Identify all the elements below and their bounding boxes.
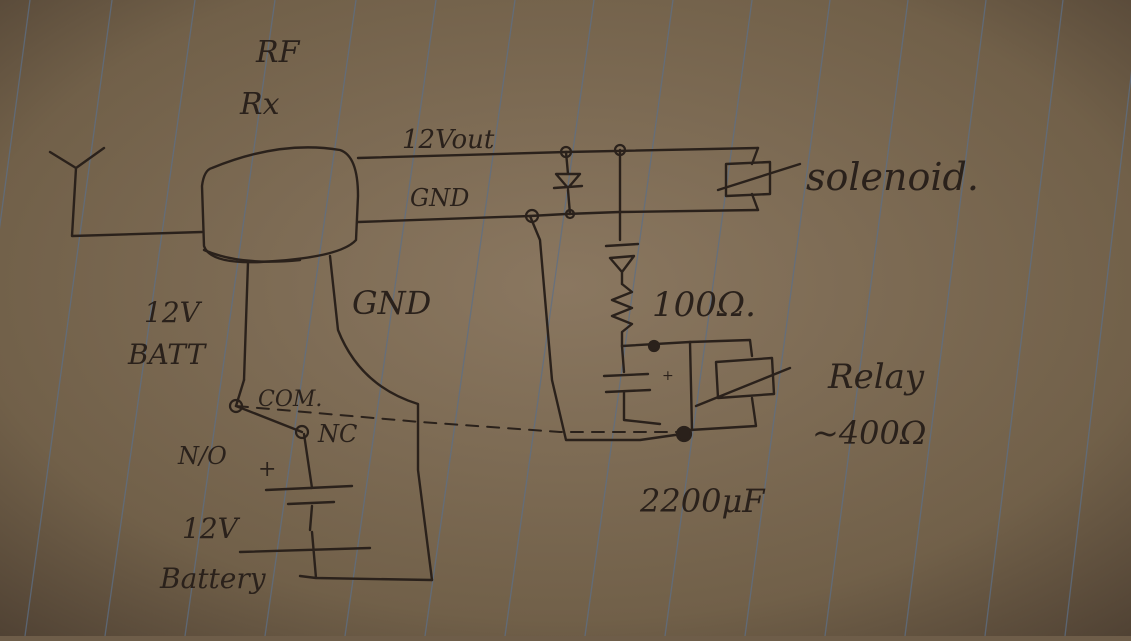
label-rx: Rx bbox=[239, 87, 280, 122]
antenna-icon bbox=[48, 146, 204, 238]
label-cap-plus: + bbox=[662, 368, 674, 384]
resistor-zigzag bbox=[610, 282, 634, 348]
label-battery-12v: 12V bbox=[182, 512, 241, 545]
rx-battery-wires bbox=[242, 254, 434, 582]
label-battery: Battery bbox=[159, 562, 267, 595]
label-solenoid: solenoid. bbox=[806, 155, 979, 199]
diode-1 bbox=[552, 150, 584, 216]
relay-link-dashed bbox=[235, 405, 683, 433]
label-battery-plus: + bbox=[258, 457, 276, 482]
label-12vout: 12Vout bbox=[402, 125, 495, 155]
gnd-return bbox=[528, 214, 684, 442]
handwritten-labels: RF Rx 12Vout GND solenoid. 100Ω. Relay ~… bbox=[127, 35, 979, 595]
label-relay-resistance: ~400Ω bbox=[812, 414, 926, 452]
solenoid-symbol bbox=[716, 160, 802, 198]
label-rf: RF bbox=[255, 35, 301, 70]
rf-receiver-block bbox=[200, 146, 360, 264]
label-com: COM. bbox=[258, 387, 322, 412]
junction-dots bbox=[228, 143, 693, 443]
label-relay: Relay bbox=[827, 357, 925, 397]
label-capacitor: 2200μF bbox=[639, 482, 766, 520]
relay-switch-arm bbox=[234, 404, 304, 434]
battery-symbol bbox=[238, 432, 434, 582]
label-gnd-top: GND bbox=[410, 184, 469, 212]
label-12v-batt: 12V bbox=[144, 296, 203, 329]
label-batt: BATT bbox=[127, 338, 207, 371]
relay-coil bbox=[620, 338, 792, 432]
diode-2 bbox=[604, 148, 640, 286]
label-gnd-left: GND bbox=[352, 284, 431, 322]
label-nc: NC bbox=[317, 420, 357, 448]
capacitor-symbol bbox=[602, 344, 662, 426]
circuit-wiring bbox=[48, 146, 802, 582]
label-no: N/O bbox=[177, 442, 227, 470]
label-resistor: 100Ω. bbox=[652, 285, 756, 325]
